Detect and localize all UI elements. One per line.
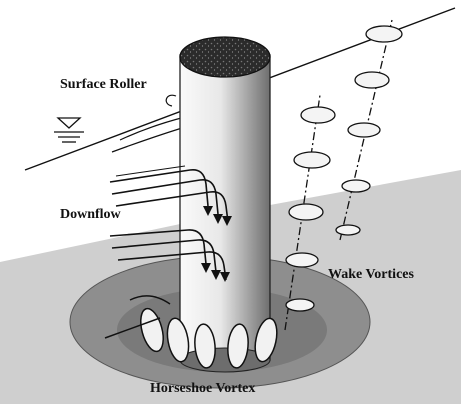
downflow-arrow-icon-lower bbox=[201, 263, 230, 282]
wake-vortex-spiral bbox=[285, 106, 336, 312]
pile-top bbox=[179, 36, 271, 78]
label-horseshoe-vortex: Horseshoe Vortex bbox=[150, 381, 255, 396]
downflow-arrows-lower bbox=[109, 229, 227, 281]
water-level-symbol bbox=[54, 117, 84, 143]
wake-vortex-spiral-far bbox=[335, 25, 403, 236]
horseshoe-vortex-coil bbox=[104, 295, 278, 369]
pile bbox=[179, 36, 271, 373]
label-wake-vortices: Wake Vortices bbox=[328, 267, 414, 282]
surface-roller-lines bbox=[111, 94, 186, 153]
label-surface-roller: Surface Roller bbox=[60, 77, 147, 92]
label-downflow: Downflow bbox=[60, 207, 122, 222]
downflow-arrows-upper bbox=[109, 165, 229, 223]
downflow-arrow-icon bbox=[203, 206, 232, 226]
